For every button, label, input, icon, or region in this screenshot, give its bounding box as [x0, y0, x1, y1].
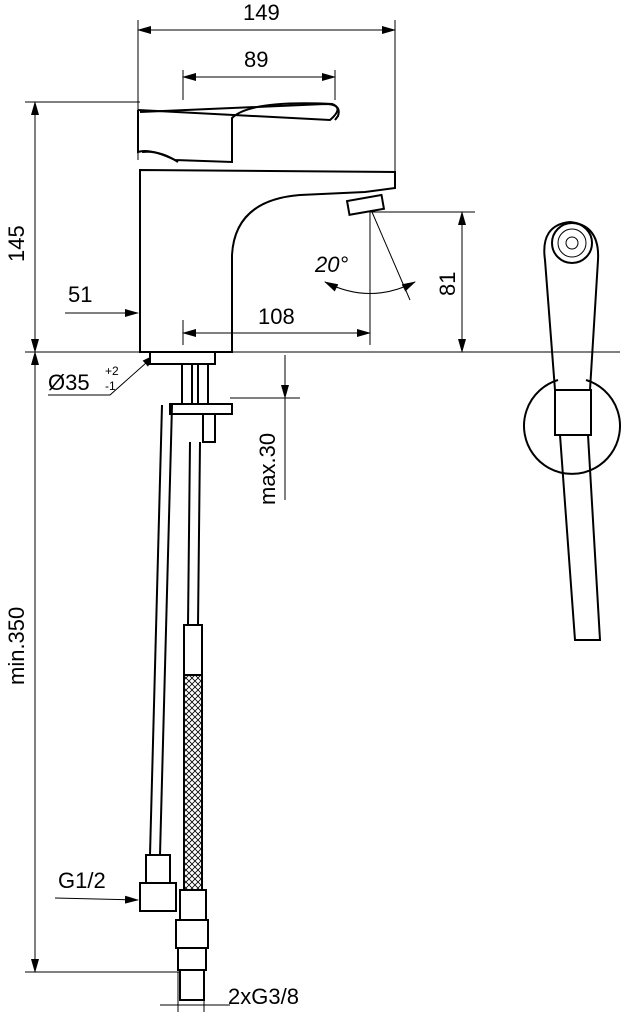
dimension-lines	[31, 26, 466, 1012]
dim-min-hose: min.350	[4, 607, 29, 685]
dim-spout-angle: 20°	[314, 252, 348, 277]
dim-hole-diameter: Ø35	[48, 370, 90, 395]
dim-hole-tol-minus: -1	[105, 379, 116, 393]
dim-total-width: 149	[243, 0, 280, 25]
dim-lever-width: 89	[244, 47, 268, 72]
dim-max-deck: max.30	[255, 433, 280, 505]
dim-height: 145	[4, 225, 29, 262]
extension-lines	[25, 20, 620, 973]
dim-spout-height: 81	[435, 272, 460, 296]
hand-shower-view	[523, 220, 621, 641]
dim-hose-thread: 2xG3/8	[228, 984, 299, 1009]
faucet-side-view	[137, 102, 396, 1001]
dim-inlet-thread: G1/2	[58, 868, 106, 893]
dim-spout-reach: 108	[258, 304, 295, 329]
dim-hole-tol-plus: +2	[105, 364, 119, 378]
dim-base-offset: 51	[68, 282, 92, 307]
